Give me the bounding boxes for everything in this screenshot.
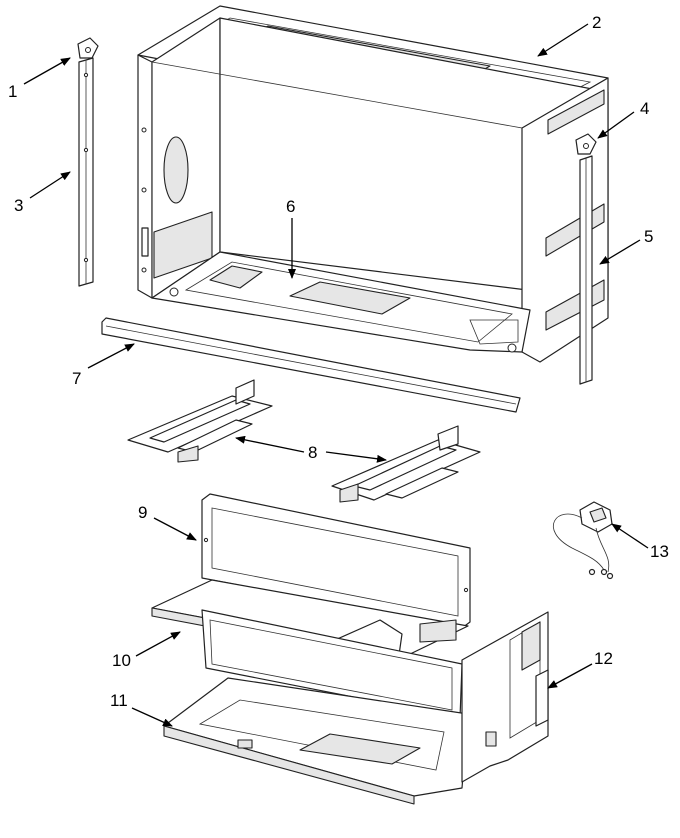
right-top-bracket <box>575 133 597 155</box>
leader-11 <box>131 707 173 727</box>
leader-1 <box>23 57 71 85</box>
callout-13: 13 <box>650 542 669 561</box>
slide-rail-right <box>331 425 481 503</box>
cabinet-left-side <box>137 54 153 299</box>
leader-12 <box>547 663 593 689</box>
switch-harness <box>552 501 614 580</box>
leader-lines <box>23 23 649 727</box>
base-pan-rim <box>184 261 513 343</box>
leader-5 <box>599 239 641 265</box>
callout-5: 5 <box>644 227 653 246</box>
callout-7: 7 <box>72 369 81 388</box>
rear-frame <box>201 493 471 629</box>
callout-2: 2 <box>592 13 601 32</box>
callout-8: 8 <box>308 443 317 462</box>
base-pan-left-recess <box>209 265 263 289</box>
left-side-hole <box>141 127 147 133</box>
callout-10: 10 <box>112 651 131 670</box>
base-drain-hole <box>169 287 179 297</box>
leader-2 <box>537 23 589 57</box>
right-side-label-1 <box>547 89 605 135</box>
leader-8a <box>235 435 305 453</box>
leader-9 <box>153 517 197 541</box>
leader-13 <box>611 523 649 549</box>
callout-labels: 1 2 3 4 5 6 7 8 9 10 11 12 13 <box>8 13 669 710</box>
base-pan-center-recess <box>289 281 411 315</box>
left-wall-oval-opening <box>163 136 189 204</box>
leader-8b <box>325 451 387 463</box>
callout-3: 3 <box>14 196 23 215</box>
leader-4 <box>597 111 635 139</box>
cabinet-assembly <box>137 5 609 363</box>
left-side-hole <box>141 187 147 193</box>
leader-3 <box>29 171 71 199</box>
callout-1: 1 <box>8 82 17 101</box>
left-wall-slot <box>141 227 149 257</box>
left-vertical-rail <box>78 57 94 287</box>
callout-6: 6 <box>286 197 295 216</box>
left-side-hole <box>141 267 147 273</box>
right-vertical-rail <box>579 155 593 385</box>
leader-7 <box>87 343 135 369</box>
front-rail-strip <box>101 317 521 413</box>
right-side-panel <box>461 611 549 783</box>
leader-10 <box>135 631 181 657</box>
base-drain-hole <box>507 343 517 353</box>
base-pan-right-channel <box>469 319 519 345</box>
slide-rail-left <box>127 379 273 463</box>
base-tray <box>163 677 469 805</box>
callout-9: 9 <box>138 503 147 522</box>
callout-11: 11 <box>110 691 128 710</box>
callout-12: 12 <box>594 649 613 668</box>
chassis-deck <box>151 579 469 719</box>
callout-4: 4 <box>640 99 649 118</box>
left-top-bracket <box>77 37 99 59</box>
